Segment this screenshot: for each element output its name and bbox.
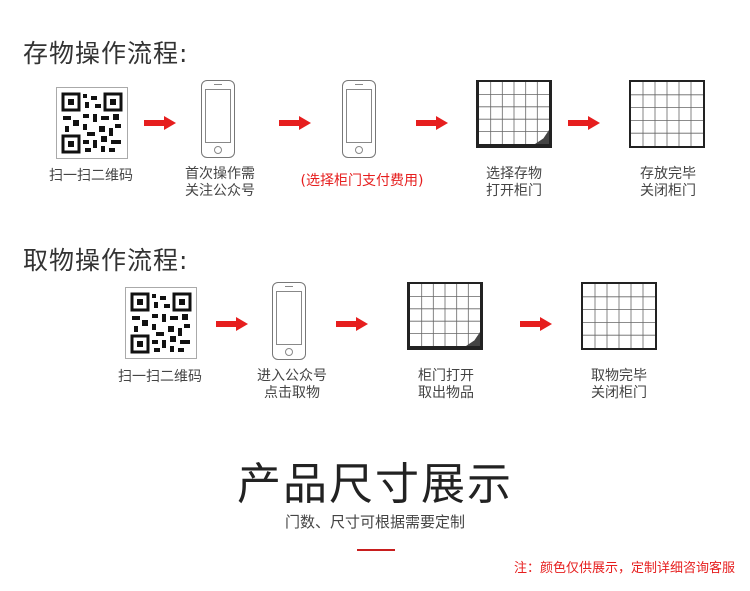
divider <box>357 549 395 551</box>
color-note: 注：颜色仅供展示，定制详细咨询客服 <box>513 561 735 576</box>
phone-icon <box>272 282 306 360</box>
product-size-subtitle: 门数、尺寸可根据需要定制 <box>284 513 465 531</box>
arrow-right-icon <box>568 116 600 130</box>
arrow-right-icon <box>216 317 248 331</box>
phone-icon <box>342 80 376 158</box>
cabinet-open-icon <box>476 80 552 148</box>
arrow-right-icon <box>336 317 368 331</box>
store-flow-title: 存物操作流程: <box>23 39 189 68</box>
product-size-title: 产品尺寸展示 <box>237 459 513 510</box>
cabinet-closed-icon <box>581 282 657 350</box>
store-step-1-label: 扫一扫二维码 <box>49 168 133 184</box>
store-step-4-label: 选择存物 打开柜门 <box>486 166 542 199</box>
store-step-3-label: (选择柜门支付费用) <box>300 173 424 189</box>
cabinet-closed-icon <box>629 80 705 148</box>
retrieve-flow-title: 取物操作流程: <box>23 246 189 275</box>
store-step-2-label: 首次操作需 关注公众号 <box>185 166 255 199</box>
qr-code-icon <box>125 287 197 359</box>
store-step-5-label: 存放完毕 关闭柜门 <box>640 166 696 199</box>
qr-code-icon <box>56 87 128 159</box>
retrieve-step-4-label: 取物完毕 关闭柜门 <box>591 368 647 401</box>
cabinet-open-icon <box>407 282 483 350</box>
arrow-right-icon <box>144 116 176 130</box>
arrow-right-icon <box>520 317 552 331</box>
retrieve-step-3-label: 柜门打开 取出物品 <box>418 368 474 401</box>
retrieve-step-2-label: 进入公众号 点击取物 <box>257 368 327 401</box>
phone-icon <box>201 80 235 158</box>
arrow-right-icon <box>416 116 448 130</box>
arrow-right-icon <box>279 116 311 130</box>
retrieve-step-1-label: 扫一扫二维码 <box>118 369 202 385</box>
